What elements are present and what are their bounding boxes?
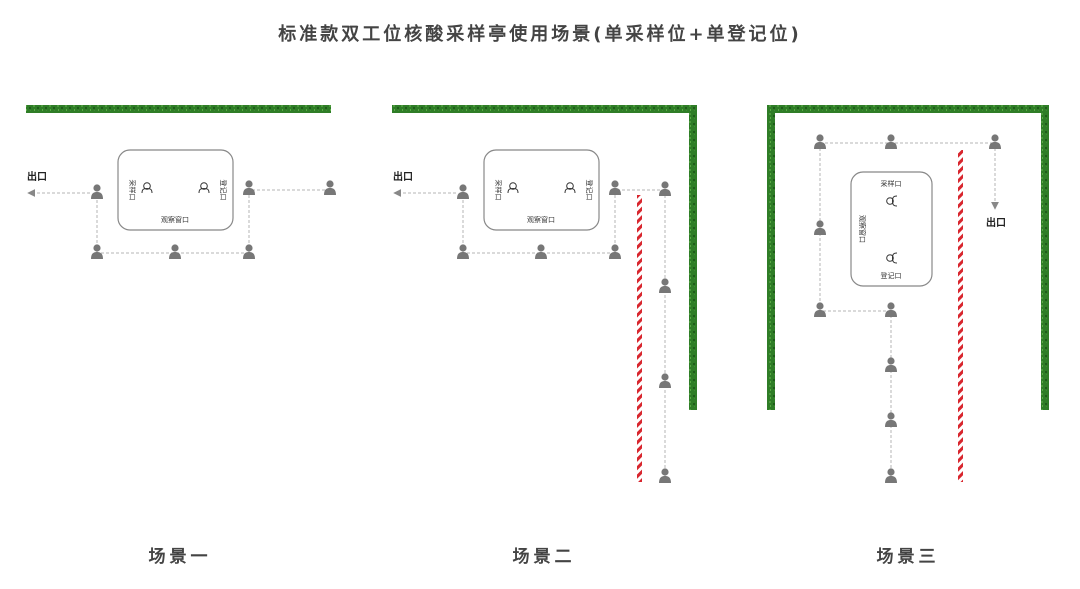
scene-two: 采样口 登记口 观察窗口 出口: [392, 105, 697, 483]
person-icon: [885, 357, 897, 372]
grass-wall: [26, 105, 331, 113]
observe-window-label: 观察窗口: [161, 215, 189, 224]
queue-path: [462, 189, 666, 478]
booth: [850, 171, 933, 287]
grass-wall: [1041, 105, 1049, 410]
person-icon: [457, 184, 469, 199]
scene-caption-three: 场景三: [876, 547, 940, 567]
person-icon: [885, 412, 897, 427]
booth: [117, 149, 234, 231]
person-icon: [885, 134, 897, 149]
sampling-port-label: 采样口: [128, 180, 137, 201]
scene-caption-one: 场景一: [148, 547, 212, 567]
grass-wall: [392, 105, 697, 113]
grass-wall: [767, 105, 775, 410]
observe-window-label: 观察窗口: [527, 215, 555, 224]
person-icon: [169, 244, 181, 259]
barrier-line: [637, 195, 642, 482]
register-port-label: 登记口: [881, 271, 902, 280]
person-icon: [814, 220, 826, 235]
scene-caption-two: 场景二: [512, 547, 576, 567]
sampling-port-label: 采样口: [494, 180, 503, 201]
person-icon: [989, 134, 1001, 149]
person-icon: [324, 180, 336, 195]
exit-label: 出口: [27, 170, 47, 183]
person-icon: [609, 180, 621, 195]
exit-label: 出口: [986, 216, 1006, 229]
observe-window-label: 观察窗口: [858, 215, 867, 243]
queue-path: [819, 142, 995, 478]
exit-label: 出口: [393, 170, 413, 183]
person-icon: [243, 180, 255, 195]
register-port-label: 登记口: [219, 180, 228, 201]
person-icon: [91, 184, 103, 199]
person-icon: [885, 302, 897, 317]
grass-wall: [689, 105, 697, 410]
scene-three: 采样口 登记口 观察窗口 出口: [767, 105, 1049, 483]
sampling-port-label: 采样口: [881, 179, 902, 188]
person-icon: [535, 244, 547, 259]
barrier-line: [958, 150, 963, 482]
person-icon: [659, 181, 671, 196]
booth: [483, 149, 600, 231]
scene-one: 采样口 登记口 观察窗口 出口: [26, 105, 336, 259]
person-icon: [814, 134, 826, 149]
page-title: 标准款双工位核酸采样亭使用场景(单采样位+单登记位): [278, 24, 802, 45]
register-port-label: 登记口: [585, 180, 594, 201]
grass-wall: [767, 105, 1049, 113]
